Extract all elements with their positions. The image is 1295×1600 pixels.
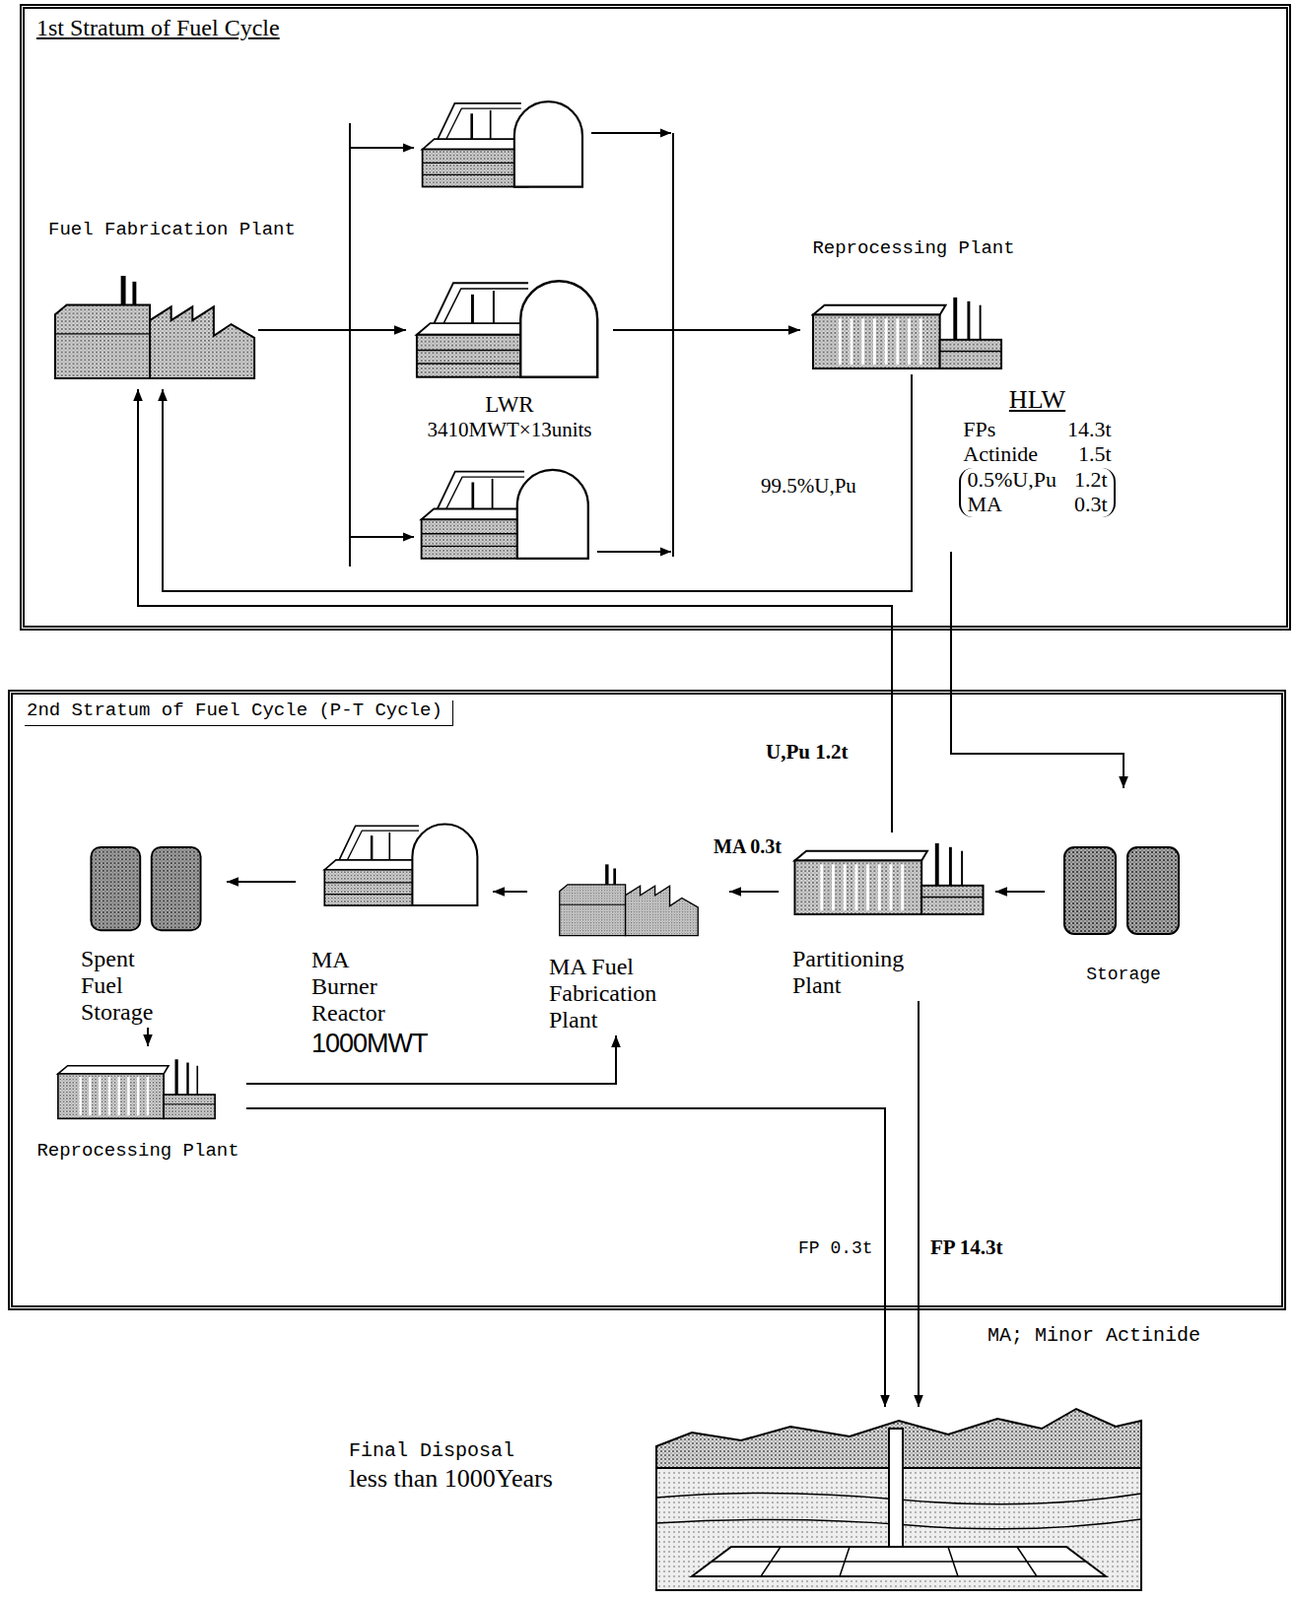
tunnel-gallery bbox=[691, 1547, 1106, 1577]
facility-node: Fuel Fabrication Plant bbox=[44, 217, 303, 390]
stratum-band: 2nd Stratum of Fuel Cycle (P-T Cycle) Sto… bbox=[7, 689, 1287, 1311]
flow-arrow bbox=[246, 1035, 616, 1085]
node-text: Partitioning Plant bbox=[792, 946, 941, 1000]
node-text: less than 1000Years bbox=[348, 1464, 553, 1494]
disposal-node: Final Disposalless than 1000Years bbox=[335, 1407, 1154, 1597]
flow-arrow bbox=[226, 881, 296, 884]
flow-label: FP 14.3t bbox=[928, 1236, 1006, 1261]
flow-arrow bbox=[137, 389, 892, 833]
facility-node: LWR3410MWT×13units bbox=[406, 268, 614, 445]
flow-arrow bbox=[729, 890, 779, 893]
flow-arrow bbox=[613, 329, 801, 332]
facility-node: Reprocessing Plant bbox=[800, 238, 1027, 375]
stratum-band: 1st Stratum of Fuel CycleFuel Fabricatio… bbox=[19, 3, 1292, 631]
flow-label: 99.5%U,Pu bbox=[758, 475, 859, 499]
facility-node: MA Fuel Fabrication Plant bbox=[527, 859, 730, 1036]
flow-label: FP 0.3t bbox=[796, 1238, 876, 1259]
band-title: 2nd Stratum of Fuel Cycle (P-T Cycle) bbox=[24, 700, 454, 727]
node-text: Actinide bbox=[962, 442, 1038, 468]
collector-line bbox=[672, 133, 675, 557]
distribution-line bbox=[348, 123, 351, 567]
factory-icon bbox=[559, 864, 698, 936]
reprocessing-icon bbox=[813, 297, 1002, 369]
facility-node: Spent Fuel Storage bbox=[68, 832, 227, 1028]
node-text: MA bbox=[966, 492, 1002, 518]
node-text: Final Disposal bbox=[348, 1440, 515, 1463]
flow-arrow bbox=[492, 890, 528, 893]
hlw-rows: FPs 14.3tActinide 1.5t bbox=[962, 417, 1111, 467]
reprocessing-icon bbox=[58, 1059, 215, 1119]
feed-arrow bbox=[349, 146, 414, 149]
hlw-bracket-group: 0.5%U,Pu 1.2tMA 0.3t bbox=[958, 468, 1115, 517]
reactor-icon bbox=[416, 280, 598, 378]
reactor-icon bbox=[421, 470, 589, 559]
reactor-icon bbox=[422, 101, 583, 187]
node-text: MA Fuel Fabrication Plant bbox=[548, 954, 687, 1034]
storage-icon bbox=[1064, 847, 1179, 935]
facility-node: Reprocessing Plant bbox=[29, 1046, 247, 1164]
node-text: 1.5t bbox=[1078, 442, 1112, 468]
feed-line bbox=[258, 329, 303, 332]
storage-icon bbox=[90, 847, 201, 931]
flow-arrow bbox=[162, 374, 912, 592]
node-text: Fuel Fabrication Plant bbox=[48, 219, 296, 241]
flow-arrow bbox=[951, 551, 1124, 789]
repository-illustration bbox=[656, 1409, 1142, 1591]
node-text: 14.3t bbox=[1067, 417, 1112, 443]
terrain bbox=[656, 1409, 1142, 1591]
node-text: Storage bbox=[1086, 964, 1161, 985]
feed-arrow bbox=[349, 536, 414, 539]
node-text: FPs bbox=[962, 417, 996, 443]
node-text: Reprocessing Plant bbox=[812, 238, 1015, 260]
node-text: 3410MWT×13units bbox=[426, 418, 592, 443]
facility-node: Partitioning Plant bbox=[778, 832, 996, 1002]
note-label: MA; Minor Actinide bbox=[985, 1325, 1203, 1348]
spent-fuel-arrow bbox=[597, 550, 672, 553]
facility-node: MA Burner Reactor1000MWT bbox=[295, 808, 493, 1061]
factory-icon bbox=[55, 275, 255, 379]
flow-label: MA 0.3t bbox=[711, 835, 784, 858]
tunnel-lines bbox=[711, 1547, 1087, 1577]
hlw-table: HLW FPs 14.3tActinide 1.5t 0.5%U,Pu 1.2tMA 0.3… bbox=[941, 383, 1134, 552]
node-text: 0.5%U,Pu bbox=[966, 468, 1056, 493]
facility-node: Storage bbox=[1044, 788, 1203, 987]
flow-arrow bbox=[302, 329, 407, 332]
node-text: HLW bbox=[1009, 385, 1066, 414]
node-text: Reprocessing Plant bbox=[36, 1141, 239, 1162]
shaft bbox=[888, 1429, 903, 1556]
spent-fuel-arrow bbox=[591, 132, 672, 135]
flow-arrow bbox=[246, 1108, 886, 1408]
flow-arrow bbox=[917, 1001, 920, 1408]
node-text: 0.3t bbox=[1074, 492, 1108, 518]
reactor-icon bbox=[324, 824, 478, 907]
node-text: MA Burner Reactor bbox=[311, 947, 406, 1027]
flow-arrow bbox=[146, 1027, 149, 1047]
node-text: Spent Fuel Storage bbox=[80, 946, 168, 1026]
band-title: 1st Stratum of Fuel Cycle bbox=[36, 14, 280, 42]
flow-label: U,Pu 1.2t bbox=[763, 741, 850, 765]
flow-arrow bbox=[995, 890, 1045, 893]
node-text: LWR bbox=[484, 392, 534, 418]
node-text: 1.2t bbox=[1074, 468, 1108, 493]
node-text: 1000MWT bbox=[311, 1028, 428, 1059]
partitioning-icon bbox=[794, 843, 983, 915]
